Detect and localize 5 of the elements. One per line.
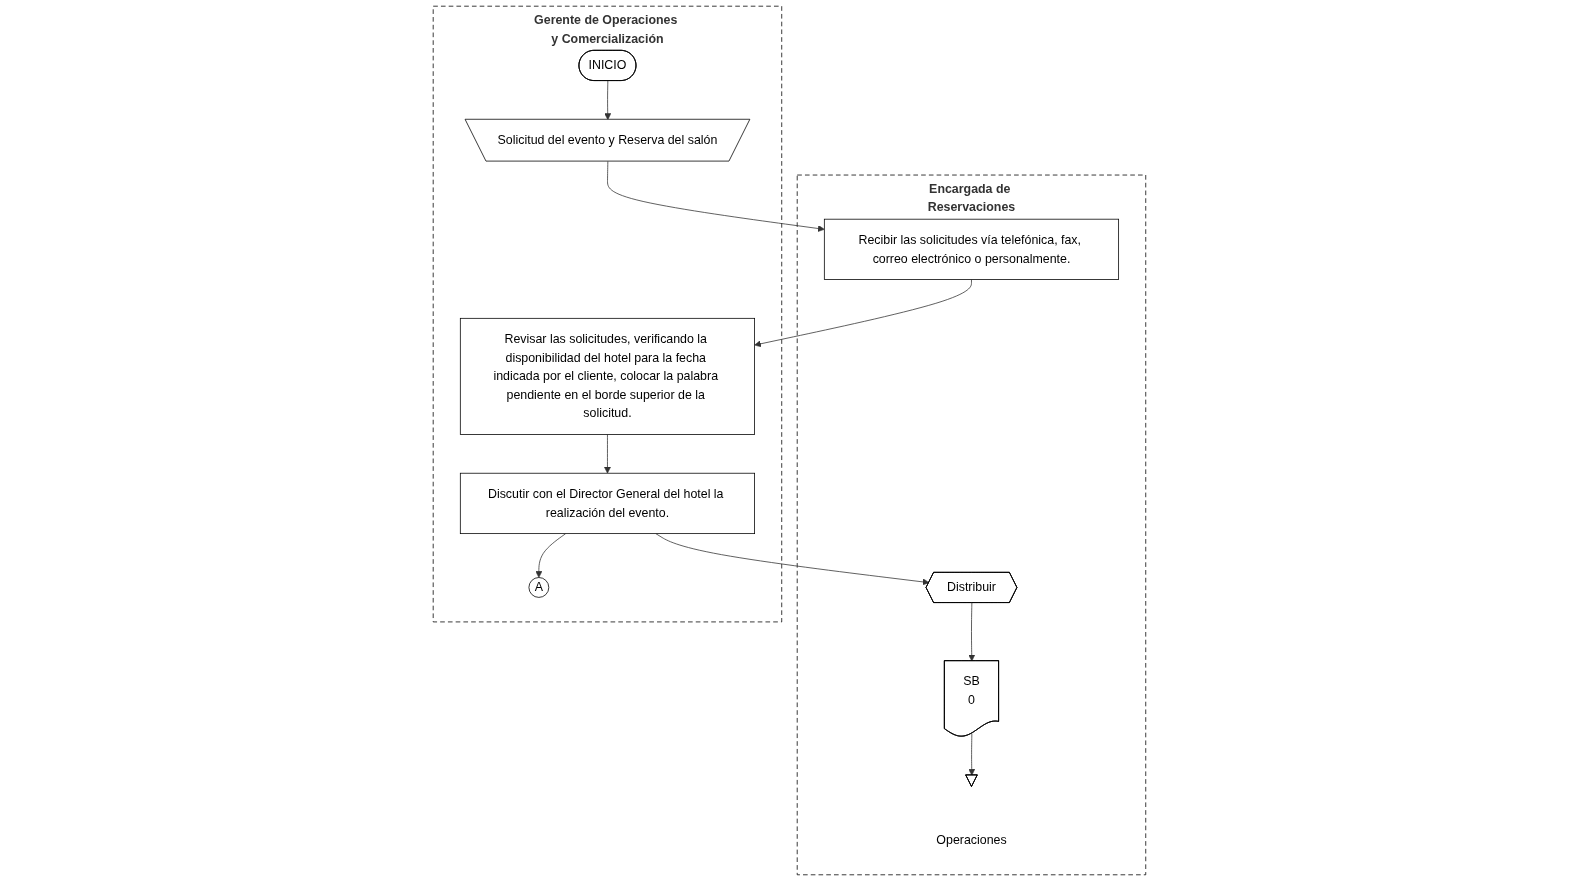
node-label: Operaciones [936,833,1007,847]
node-box: Revisar las solicitudes, verificando la disponibilidad del hotel para la fecha indicada por el cliente, colocar la palabra pendiente en el borde superior de la solicitud. [459,317,756,435]
node-circle: A [528,577,550,598]
node-box: Recibir las solicitudes vía telefónica, fax, correo electrónico o personalmente. [823,218,1120,280]
node-box: Discutir con el Director General del hotel la realización del evento. [459,472,756,534]
